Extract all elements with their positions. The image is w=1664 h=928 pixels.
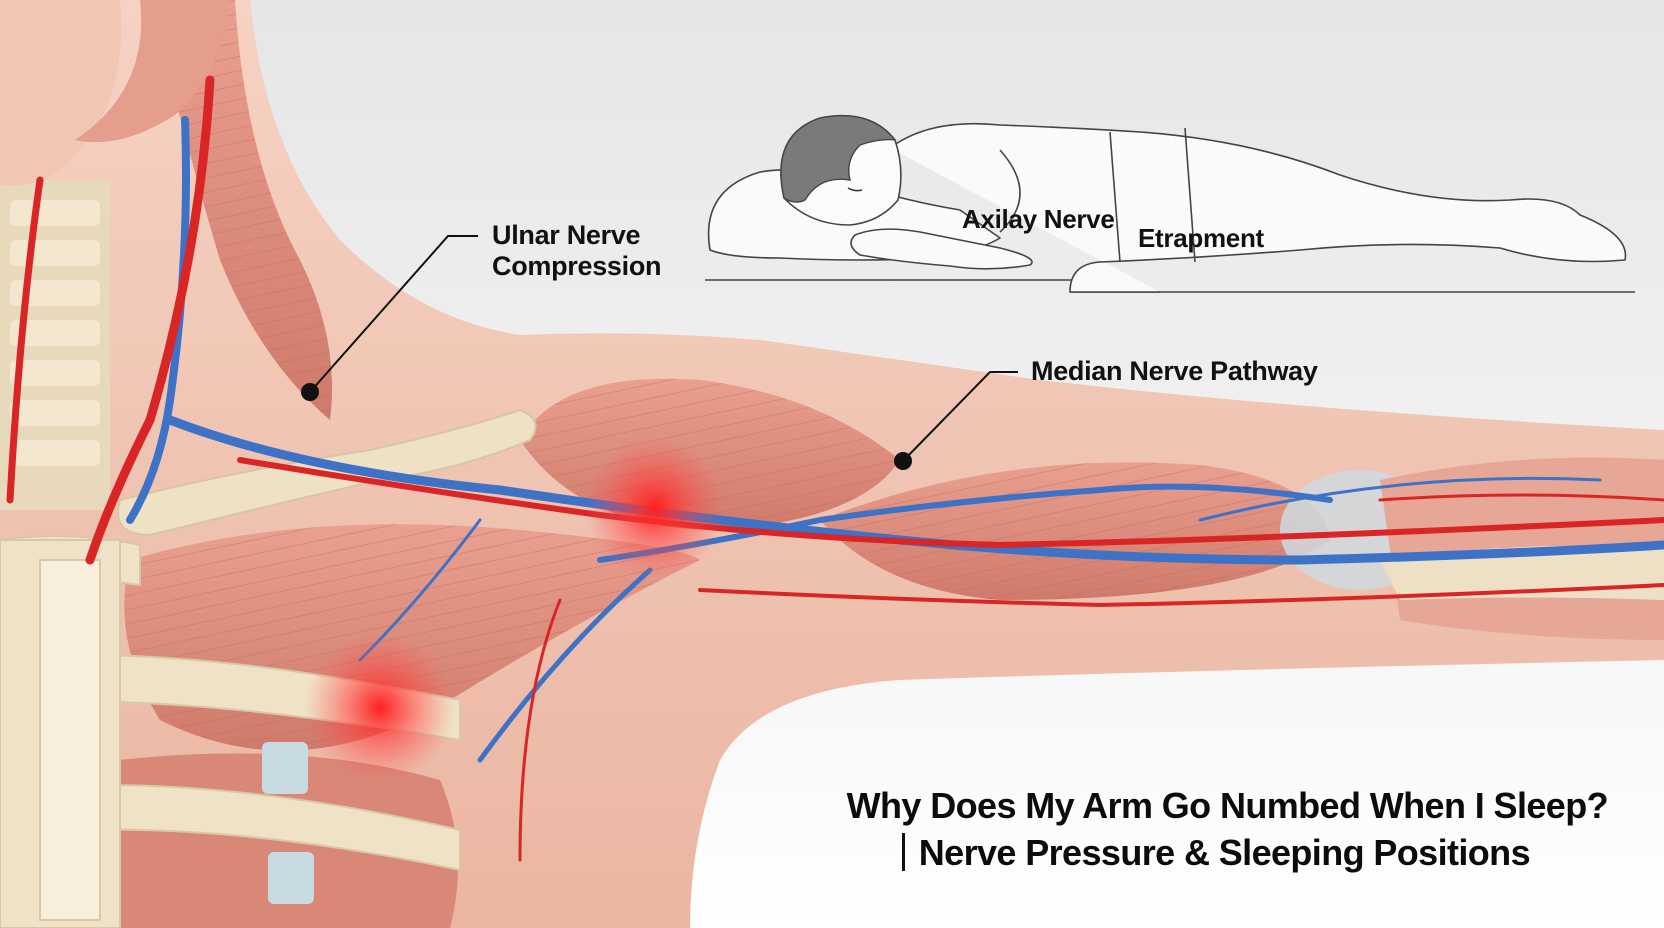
biceps-fibers: [820, 462, 1330, 600]
pain-glow-chest: [305, 633, 455, 783]
title-divider-bar: [901, 833, 905, 871]
callout-dot-ulnar: [301, 383, 319, 401]
callout-dot-median: [894, 452, 912, 470]
ulnar-label-line1: Ulnar Nerve: [492, 220, 641, 250]
axillary-nerve-label: Axilay Nerve: [962, 204, 1115, 234]
pain-glow-shoulder: [585, 438, 725, 578]
cervical-spine: [0, 180, 110, 510]
chin: [0, 0, 122, 186]
title-line2: Nerve Pressure & Sleeping Positions: [918, 832, 1531, 873]
ulnar-nerve-label: Ulnar Nerve Compression: [492, 220, 662, 282]
jaw-muscle: [75, 0, 230, 143]
ulnar-label-line2: Compression: [492, 251, 662, 281]
sleeping-figure-head: [780, 114, 902, 226]
title-line1: Why Does My Arm Go Numbed When I Sleep?: [846, 785, 1609, 826]
entrapment-label: Etrapment: [1138, 223, 1264, 253]
page-title: Why Does My Arm Go Numbed When I Sleep? …: [846, 782, 1609, 876]
median-nerve-label: Median Nerve Pathway: [1031, 356, 1318, 386]
neck-muscle-fibers: [150, 0, 332, 420]
title-line2-row: Nerve Pressure & Sleeping Positions: [847, 829, 1608, 876]
callout-lines: [309, 235, 1018, 462]
arteries: [6, 75, 1664, 862]
costal-cartilage: [262, 742, 314, 904]
